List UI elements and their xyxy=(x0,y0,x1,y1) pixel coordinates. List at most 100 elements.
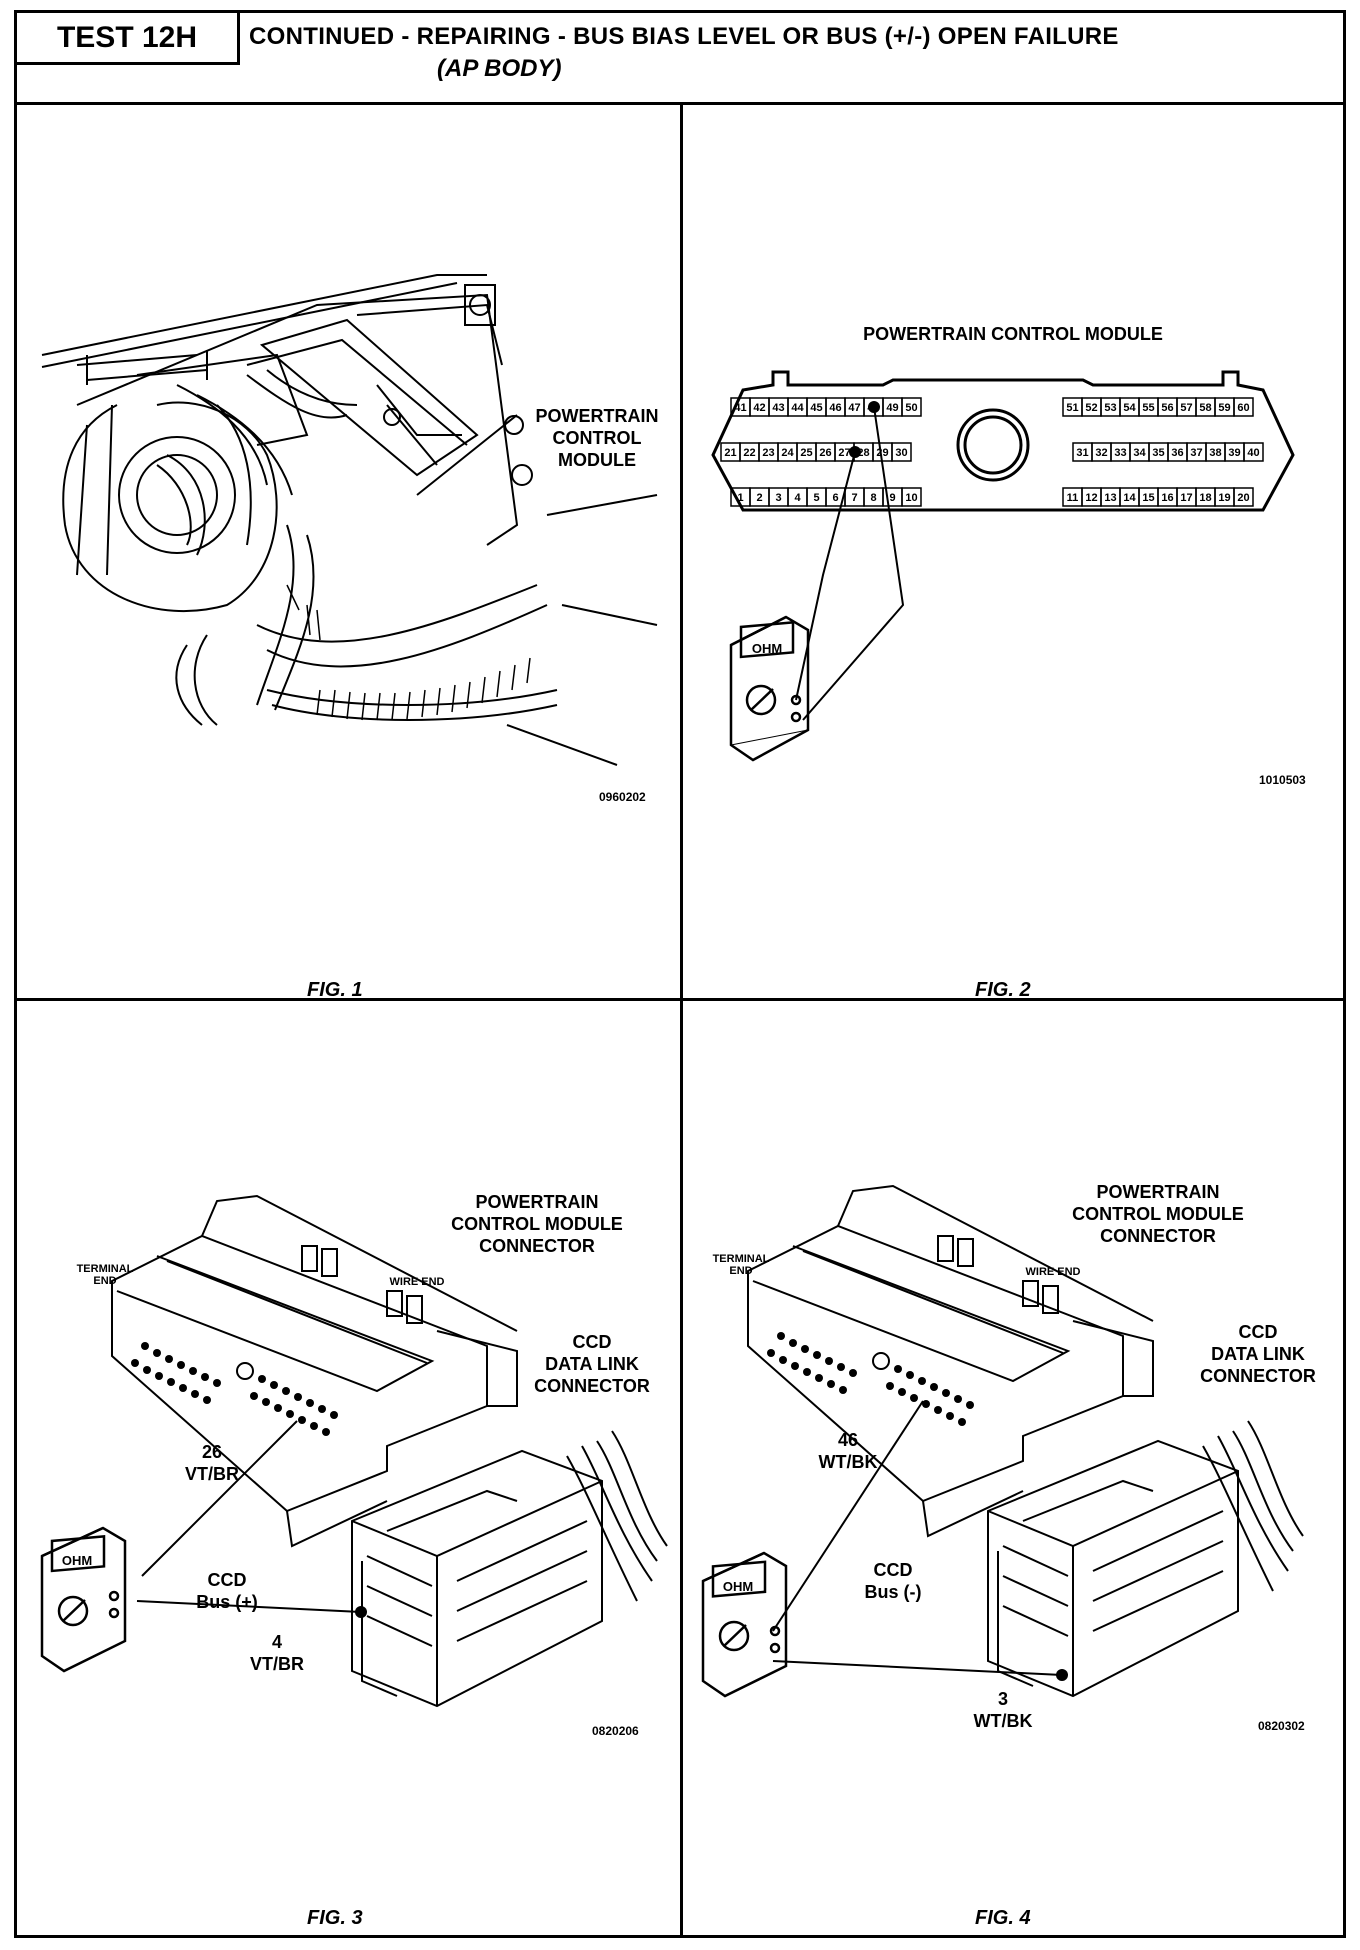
fig3-connectors-illustration xyxy=(40,1194,668,1708)
pin-number-58: 58 xyxy=(1199,402,1211,414)
fig3-pin-b-number: 4 xyxy=(271,1632,282,1652)
pin-number-38: 38 xyxy=(1209,447,1221,459)
pin-number-20: 20 xyxy=(1237,492,1249,504)
pin-number-2: 2 xyxy=(756,492,762,504)
pin-number-45: 45 xyxy=(810,402,822,414)
fig3-pin-b-color: VT/BR xyxy=(250,1654,304,1674)
pin-number-55: 55 xyxy=(1142,402,1154,414)
fig3-ccd-label-line2: DATA LINK xyxy=(545,1354,639,1374)
pin-number-26: 26 xyxy=(819,447,831,459)
pin-number-49: 49 xyxy=(886,402,898,414)
pin-cell xyxy=(1233,397,1254,417)
pin-number-10: 10 xyxy=(905,492,917,504)
page-frame: TEST 12H CONTINUED - REPAIRING - BUS BIA… xyxy=(14,10,1346,1938)
fig1-pcm-label-line3: MODULE xyxy=(558,450,636,470)
fig3-terminal-end-label: TERMINAL END xyxy=(76,1263,134,1287)
pin-number-30: 30 xyxy=(895,447,907,459)
pin-number-1: 1 xyxy=(737,492,743,504)
fig3-pcm-label-line1: POWERTRAIN xyxy=(475,1192,599,1212)
pin-number-32: 32 xyxy=(1095,447,1107,459)
fig4-pcm-label-line3: CONNECTOR xyxy=(1100,1226,1216,1246)
fig3-bus-label-line1: CCD xyxy=(207,1570,247,1590)
pin-number-9: 9 xyxy=(889,492,895,504)
pin-number-13: 13 xyxy=(1104,492,1116,504)
fig2-caption: FIG. 2 xyxy=(975,979,1031,1001)
pin-number-6: 6 xyxy=(832,492,838,504)
fig1-pcm-label-line2: CONTROL xyxy=(552,428,642,448)
fig1-drawing-code: 0960202 xyxy=(599,790,646,804)
pin-number-41: 41 xyxy=(734,402,746,414)
pin-number-14: 14 xyxy=(1123,492,1136,504)
pin-number-39: 39 xyxy=(1228,447,1240,459)
pin-number-17: 17 xyxy=(1180,492,1192,504)
pin-number-60: 60 xyxy=(1237,402,1249,414)
fig3-ccd-label-line3: CONNECTOR xyxy=(534,1376,650,1396)
fig4-caption: FIG. 4 xyxy=(975,1907,1031,1929)
fig4-drawing-code: 0820302 xyxy=(1258,1719,1305,1733)
fig4-pin-b-number: 3 xyxy=(997,1689,1008,1709)
pin-number-23: 23 xyxy=(762,447,774,459)
pin-number-12: 12 xyxy=(1085,492,1097,504)
fig4-pin-a-number: 46 xyxy=(837,1430,859,1450)
pin-number-44: 44 xyxy=(791,402,804,414)
fig3-wire-end-label: WIRE END xyxy=(389,1276,445,1288)
pin-number-33: 33 xyxy=(1114,447,1126,459)
fig4-ccd-label-line3: CONNECTOR xyxy=(1200,1366,1316,1386)
pin-number-36: 36 xyxy=(1171,447,1183,459)
pin-number-52: 52 xyxy=(1085,402,1097,414)
fig3-bus-label-line2: Bus (+) xyxy=(196,1592,258,1612)
pin-number-37: 37 xyxy=(1190,447,1202,459)
fig1-caption: FIG. 1 xyxy=(307,979,363,1001)
pin-number-57: 57 xyxy=(1180,402,1192,414)
pin-number-43: 43 xyxy=(772,402,784,414)
pin-number-18: 18 xyxy=(1199,492,1211,504)
pin-number-56: 56 xyxy=(1161,402,1173,414)
header: TEST 12H CONTINUED - REPAIRING - BUS BIA… xyxy=(17,13,1343,105)
fig4-connectors-illustration xyxy=(701,1184,1304,1698)
pin-number-11: 11 xyxy=(1067,492,1079,504)
fig3-pcm-label-line2: CONTROL MODULE xyxy=(451,1214,623,1234)
fig4-pin-b-color: WT/BK xyxy=(973,1711,1033,1731)
fig2-drawing-code: 1010503 xyxy=(1259,773,1306,787)
fig4-pin-a-color: WT/BK xyxy=(818,1452,878,1472)
fig3-pin-a-color: VT/BR xyxy=(185,1464,239,1484)
fig4-bus-label-line2: Bus (-) xyxy=(864,1582,922,1602)
fig3-caption: FIG. 3 xyxy=(307,1907,363,1929)
fig1-pcm-label-line1: POWERTRAIN xyxy=(535,406,659,426)
fig4-terminal-end-label: TERMINAL END xyxy=(712,1253,770,1277)
pin-number-7: 7 xyxy=(851,492,857,504)
pin-number-47: 47 xyxy=(848,402,860,414)
pin-number-53: 53 xyxy=(1104,402,1116,414)
fig3-pcm-label-line3: CONNECTOR xyxy=(479,1236,595,1256)
fig4-meter-label: OHM xyxy=(722,1579,754,1594)
page-title: CONTINUED - REPAIRING - BUS BIAS LEVEL O… xyxy=(249,23,1119,50)
fig2-meter-label: OHM xyxy=(751,641,783,656)
fig3-pin-a-number: 26 xyxy=(201,1442,223,1462)
pin-number-25: 25 xyxy=(800,447,812,459)
pin-number-27: 27 xyxy=(838,447,850,459)
horizontal-divider xyxy=(17,998,1343,1001)
fig4-ccd-label-line2: DATA LINK xyxy=(1211,1344,1305,1364)
pin-number-51: 51 xyxy=(1066,402,1078,414)
figure-4-panel: POWERTRAIN CONTROL MODULE CONNECTOR TERM… xyxy=(683,1001,1346,1938)
pin-number-42: 42 xyxy=(753,402,765,414)
fig3-drawing-code: 0820206 xyxy=(592,1724,639,1738)
pin-number-8: 8 xyxy=(870,492,876,504)
pin-number-5: 5 xyxy=(813,492,819,504)
pin-number-40: 40 xyxy=(1247,447,1259,459)
figure-3-panel: POWERTRAIN CONTROL MODULE CONNECTOR TERM… xyxy=(17,1001,680,1938)
pin-cell xyxy=(901,487,922,507)
pin-number-15: 15 xyxy=(1142,492,1154,504)
pcm-connector-pinout: 4142434445464748495021222324252627282930… xyxy=(711,370,1295,762)
pin-number-50: 50 xyxy=(905,402,917,414)
fig4-pcm-label-line1: POWERTRAIN xyxy=(1096,1182,1220,1202)
pin-number-4: 4 xyxy=(794,492,801,504)
fig4-wire-end-label: WIRE END xyxy=(1025,1266,1081,1278)
pin-cell xyxy=(901,397,922,417)
figure-1-panel: POWERTRAIN CONTROL MODULE 0960202 FIG. 1 xyxy=(17,105,680,1001)
fig4-ccd-label-line1: CCD xyxy=(1238,1322,1278,1342)
pin-cell xyxy=(1243,442,1264,462)
pin-number-59: 59 xyxy=(1218,402,1230,414)
pin-number-29: 29 xyxy=(876,447,888,459)
